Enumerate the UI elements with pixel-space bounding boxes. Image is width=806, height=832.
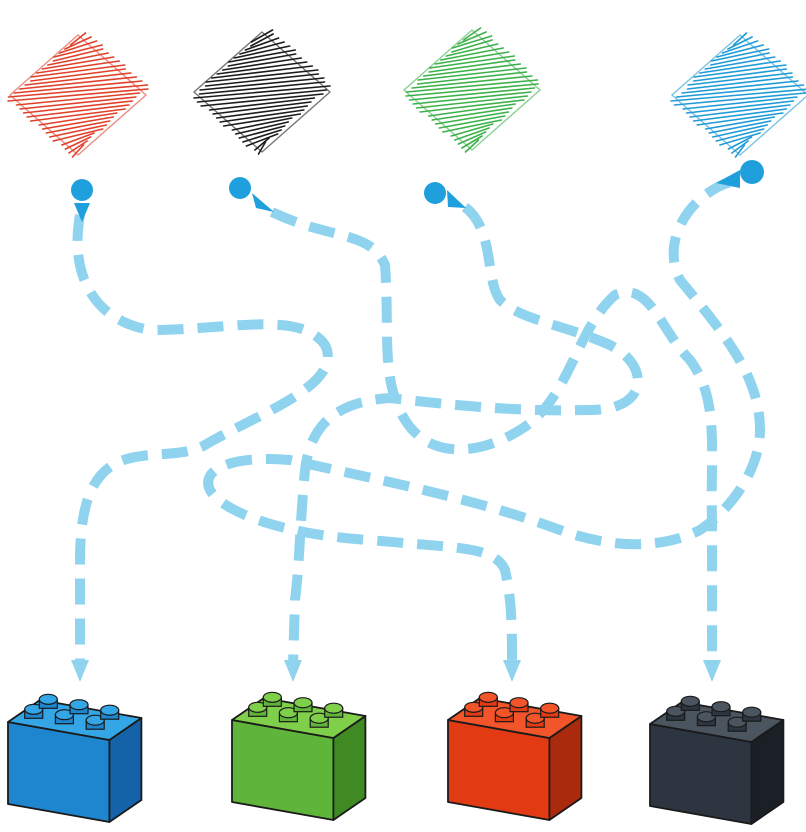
- brick-stud-top: [294, 698, 312, 708]
- brick-stud-top: [325, 703, 343, 713]
- start-marker-black[interactable]: [229, 177, 274, 212]
- path-start-markers: [71, 160, 764, 222]
- swatch-green[interactable]: [404, 28, 540, 152]
- swatch-blue[interactable]: [671, 33, 806, 157]
- brick-stud-top: [712, 702, 730, 712]
- brick-stud-top: [510, 698, 528, 708]
- brick-stud-top: [101, 705, 119, 715]
- lego-brick-black[interactable]: [650, 696, 783, 824]
- path-from-black[interactable]: [272, 212, 712, 665]
- maze-paths: [78, 182, 760, 665]
- brick-stud-top: [479, 692, 497, 702]
- lego-brick-blue[interactable]: [8, 694, 141, 822]
- arrowhead-red: [71, 660, 89, 682]
- arrowhead-black: [703, 660, 721, 682]
- path-arrowheads: [71, 660, 721, 682]
- brick-stud-top: [70, 700, 88, 710]
- start-marker-blue[interactable]: [716, 160, 764, 188]
- arrowhead-blue: [503, 660, 521, 682]
- lego-brick-red[interactable]: [448, 692, 581, 820]
- brick-stud-top: [681, 696, 699, 706]
- swatch-black[interactable]: [194, 30, 330, 154]
- start-marker-red[interactable]: [71, 179, 93, 222]
- start-marker-green[interactable]: [424, 182, 466, 208]
- brick-stud-top: [39, 694, 57, 704]
- swatch-red[interactable]: [8, 33, 148, 157]
- brick-stud-top: [743, 707, 761, 717]
- path-from-green[interactable]: [293, 207, 638, 665]
- lego-brick-green[interactable]: [232, 692, 365, 820]
- brick-stud-top: [263, 692, 281, 702]
- arrowhead-green: [284, 660, 302, 682]
- brick-stud-top: [541, 703, 559, 713]
